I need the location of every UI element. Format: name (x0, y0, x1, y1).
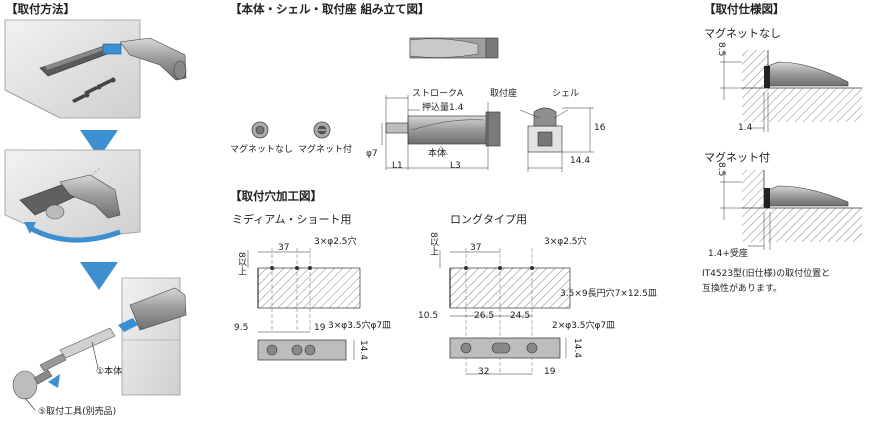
long-slot: 3.5×9長円穴7×12.5皿 (560, 289, 657, 299)
section-title-holes: 【取付穴加工図】 (230, 189, 322, 203)
step-arrow-2 (80, 262, 118, 290)
long-dim-37: 37 (470, 243, 482, 253)
spec-magnet-with (720, 170, 862, 250)
spec-dim-1-4-seat: 1.4+受座 (708, 249, 748, 259)
dim-16: 16 (594, 123, 606, 133)
step-arrow-1 (80, 130, 118, 158)
long-dim-26-5: 26.5 (474, 311, 495, 321)
label-shell: シェル (552, 89, 580, 99)
spec-dim-8-5-a: 8.5 (716, 42, 726, 57)
install-step-1 (4, 19, 187, 119)
hole-long (439, 248, 571, 375)
section-title-spec: 【取付仕様図】 (704, 2, 785, 16)
install-method-panel (4, 19, 187, 411)
label-body: ①本体 (96, 367, 123, 377)
magnet-with-icon (313, 121, 331, 139)
install-step-2 (4, 149, 141, 243)
dim-L3: L3 (450, 161, 461, 171)
spec-title-magnet-none: マグネットなし (704, 27, 781, 40)
ms-dim-14-4: 14.4 (358, 340, 368, 361)
install-step-3 (12, 277, 187, 411)
ms-dim-37: 37 (278, 243, 290, 253)
spec-title-magnet-with: マグネット付 (704, 151, 770, 164)
label-stroke: ストロークA (412, 89, 464, 99)
hole-medium-short (247, 248, 361, 361)
spec-note-line2: 互換性があります。 (702, 284, 783, 294)
long-dim-10-5: 10.5 (418, 311, 439, 321)
ms-hole-cb: 3×φ3.5穴φ7皿 (328, 321, 392, 331)
long-hole-cb: 2×φ3.5穴φ7皿 (552, 321, 616, 331)
section-title-assembly: 【本体・シェル・取付座 組み立て図】 (230, 2, 430, 16)
label-push-amount: 押込量1.4 (422, 103, 464, 113)
long-dim-8: 8以上 (428, 232, 438, 256)
dim-L1: L1 (392, 161, 403, 171)
assembly-side-view (381, 95, 501, 170)
long-dim-19: 19 (544, 367, 556, 377)
assembly-panel (251, 37, 594, 172)
dim-14-4: 14.4 (570, 156, 591, 166)
long-hole-small: 3×φ2.5穴 (544, 237, 587, 247)
spec-note-line1: IT4523型(旧仕様)の取付位置と (702, 269, 831, 279)
label-body-part: 本体 (428, 149, 447, 159)
label-tool: ⑤取付工具(別売品) (38, 407, 117, 417)
spec-magnet-none (720, 50, 862, 132)
title-long: ロングタイプ用 (450, 213, 527, 226)
long-dim-14-4: 14.4 (572, 338, 582, 359)
spec-dim-8-5-b: 8.5 (716, 162, 726, 177)
magnet-none-icon (251, 121, 269, 139)
label-mount-seat: 取付座 (490, 89, 518, 99)
title-medium-short: ミディアム・ショート用 (232, 213, 352, 226)
assembly-seat-shell (519, 107, 594, 172)
ms-dim-8: 8以上 (236, 252, 246, 276)
ms-hole-small: 3×φ2.5穴 (314, 237, 357, 247)
ms-dim-9-5: 9.5 (234, 323, 249, 333)
dim-phi7: φ7 (366, 149, 378, 159)
label-magnet-with: マグネット付 (298, 145, 353, 155)
section-title-install: 【取付方法】 (6, 2, 75, 16)
long-dim-32: 32 (478, 367, 490, 377)
label-magnet-none: マグネットなし (230, 145, 294, 155)
long-dim-24-5: 24.5 (510, 311, 531, 321)
spec-dim-1-4: 1.4 (738, 123, 753, 133)
ms-dim-19: 19 (314, 323, 326, 333)
assembly-top-view (409, 37, 499, 59)
